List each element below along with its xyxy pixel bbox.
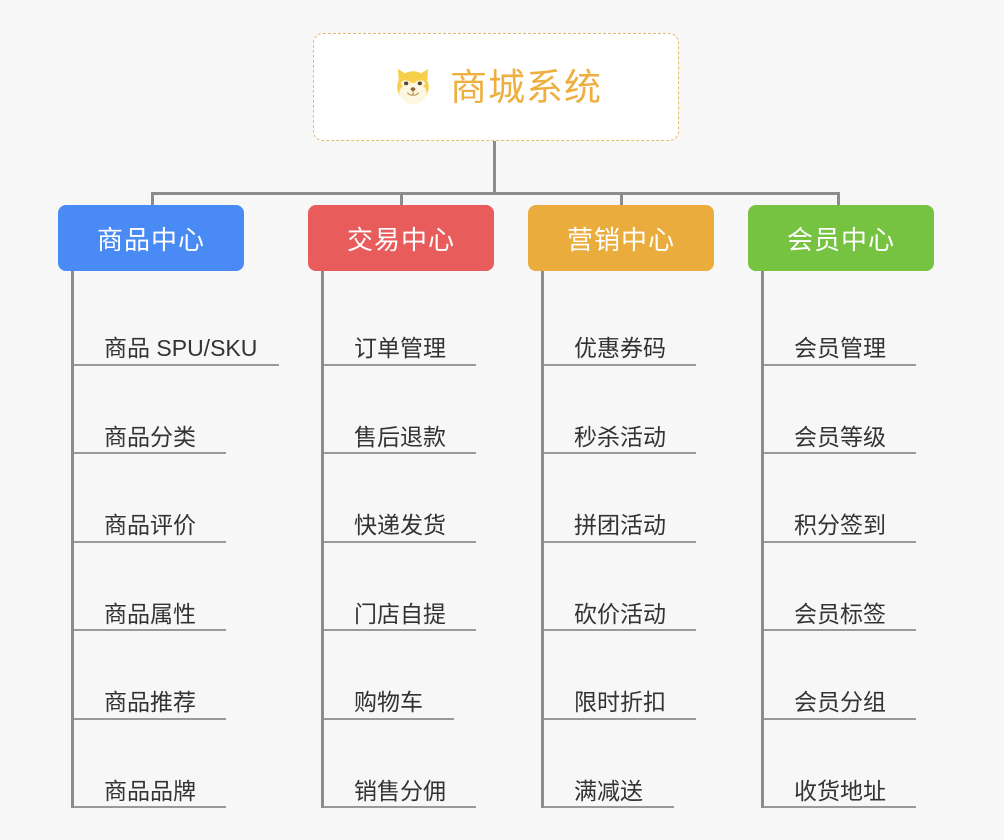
leaf-underline — [74, 452, 226, 454]
leaf-item[interactable]: 限时折扣 — [544, 631, 714, 720]
leaf-item[interactable]: 快递发货 — [324, 454, 494, 543]
leaf-item[interactable]: 会员标签 — [764, 543, 934, 631]
branch-title: 交易中心 — [346, 224, 455, 255]
leaf-underline — [74, 806, 226, 808]
leaf-item[interactable]: 满减送 — [544, 720, 714, 808]
connector-drop-2 — [400, 192, 403, 208]
leaf-label: 会员管理 — [794, 335, 886, 362]
leaf-underline — [764, 452, 916, 454]
leaf-item[interactable]: 订单管理 — [324, 277, 494, 366]
leaf-item[interactable]: 商品评价 — [74, 454, 244, 543]
leaf-item[interactable]: 秒杀活动 — [544, 366, 714, 454]
root-node[interactable]: 商城系统 — [313, 33, 679, 141]
leaf-label: 购物车 — [354, 689, 423, 716]
branch-member-center: 会员中心 会员管理 会员等级 积分签到 会员标签 会员分组 — [748, 205, 934, 808]
leaf-item[interactable]: 会员管理 — [764, 277, 934, 366]
leaf-item[interactable]: 拼团活动 — [544, 454, 714, 543]
leaf-label: 收货地址 — [794, 777, 886, 804]
leaf-item[interactable]: 积分签到 — [764, 454, 934, 543]
leaf-label: 销售分佣 — [354, 777, 446, 804]
branch-title: 会员中心 — [786, 224, 895, 255]
connector-drop-4 — [837, 192, 840, 208]
leaf-item[interactable]: 砍价活动 — [544, 543, 714, 631]
leaf-underline — [324, 629, 476, 631]
connector-drop-1 — [151, 192, 154, 208]
leaf-item[interactable]: 商品品牌 — [74, 720, 244, 808]
leaf-item[interactable]: 会员分组 — [764, 631, 934, 720]
leaf-label: 订单管理 — [354, 335, 446, 362]
connector-root-stem — [493, 141, 496, 194]
branch-product-center: 商品中心 商品 SPU/SKU 商品分类 商品评价 商品属性 商品推荐 — [58, 205, 279, 808]
leaf-underline — [324, 363, 476, 366]
leaf-underline — [74, 363, 279, 366]
leaf-underline — [544, 717, 696, 720]
leaf-underline — [764, 629, 916, 631]
branch-header[interactable]: 交易中心 — [308, 205, 494, 271]
leaf-underline — [324, 452, 476, 454]
leaf-label: 秒杀活动 — [574, 423, 666, 450]
leaf-list: 优惠券码 秒杀活动 拼团活动 砍价活动 限时折扣 满减送 — [541, 271, 714, 808]
branch-title: 营销中心 — [566, 224, 675, 255]
leaf-item[interactable]: 商品 SPU/SKU — [74, 277, 279, 366]
leaf-item[interactable]: 优惠券码 — [544, 277, 714, 366]
leaf-label: 商品 SPU/SKU — [104, 335, 258, 362]
leaf-label: 商品分类 — [104, 423, 196, 450]
leaf-item[interactable]: 商品分类 — [74, 366, 244, 454]
leaf-label: 商品评价 — [104, 512, 196, 539]
root-title: 商城系统 — [450, 66, 602, 108]
leaf-underline — [764, 540, 916, 543]
leaf-item[interactable]: 购物车 — [324, 631, 494, 720]
leaf-label: 商品属性 — [104, 600, 196, 627]
leaf-label: 限时折扣 — [574, 689, 666, 716]
leaf-list: 商品 SPU/SKU 商品分类 商品评价 商品属性 商品推荐 商品品牌 — [71, 271, 279, 808]
leaf-label: 会员等级 — [794, 423, 886, 450]
leaf-underline — [74, 540, 226, 543]
connector-horizontal-bus — [151, 192, 839, 195]
leaf-label: 售后退款 — [354, 423, 446, 450]
leaf-item[interactable]: 商品属性 — [74, 543, 244, 631]
branch-header[interactable]: 商品中心 — [58, 205, 244, 271]
shiba-dog-face-icon — [397, 69, 429, 105]
leaf-underline — [74, 717, 226, 720]
leaf-underline — [544, 540, 696, 543]
leaf-item[interactable]: 售后退款 — [324, 366, 494, 454]
leaf-underline — [544, 452, 696, 454]
leaf-list: 会员管理 会员等级 积分签到 会员标签 会员分组 收货地址 — [761, 271, 934, 808]
branch-marketing-center: 营销中心 优惠券码 秒杀活动 拼团活动 砍价活动 限时折扣 — [528, 205, 714, 808]
leaf-label: 商品品牌 — [104, 777, 196, 804]
leaf-item[interactable]: 会员等级 — [764, 366, 934, 454]
leaf-underline — [764, 717, 916, 720]
leaf-underline — [324, 806, 476, 808]
leaf-underline — [324, 540, 476, 543]
leaf-item[interactable]: 销售分佣 — [324, 720, 494, 808]
branch-header[interactable]: 营销中心 — [528, 205, 714, 271]
leaf-underline — [764, 363, 916, 366]
branch-trade-center: 交易中心 订单管理 售后退款 快递发货 门店自提 购物车 — [308, 205, 494, 808]
leaf-label: 快递发货 — [354, 512, 446, 539]
branch-title: 商品中心 — [96, 224, 205, 255]
leaf-underline — [324, 717, 454, 720]
leaf-underline — [74, 629, 226, 631]
leaf-list: 订单管理 售后退款 快递发货 门店自提 购物车 销售分佣 — [321, 271, 494, 808]
leaf-label: 门店自提 — [354, 600, 446, 627]
leaf-label: 积分签到 — [794, 512, 886, 539]
connector-drop-3 — [620, 192, 623, 208]
leaf-label: 会员标签 — [794, 600, 886, 627]
leaf-item[interactable]: 收货地址 — [764, 720, 934, 808]
leaf-label: 会员分组 — [794, 689, 886, 716]
leaf-underline — [764, 806, 916, 808]
leaf-item[interactable]: 门店自提 — [324, 543, 494, 631]
branch-header[interactable]: 会员中心 — [748, 205, 934, 271]
leaf-label: 砍价活动 — [574, 600, 666, 627]
leaf-underline — [544, 806, 674, 808]
leaf-underline — [544, 363, 696, 366]
leaf-label: 拼团活动 — [574, 512, 666, 539]
leaf-label: 优惠券码 — [574, 335, 666, 362]
leaf-underline — [544, 629, 696, 631]
leaf-item[interactable]: 商品推荐 — [74, 631, 244, 720]
leaf-label: 满减送 — [574, 777, 643, 804]
leaf-label: 商品推荐 — [104, 689, 196, 716]
